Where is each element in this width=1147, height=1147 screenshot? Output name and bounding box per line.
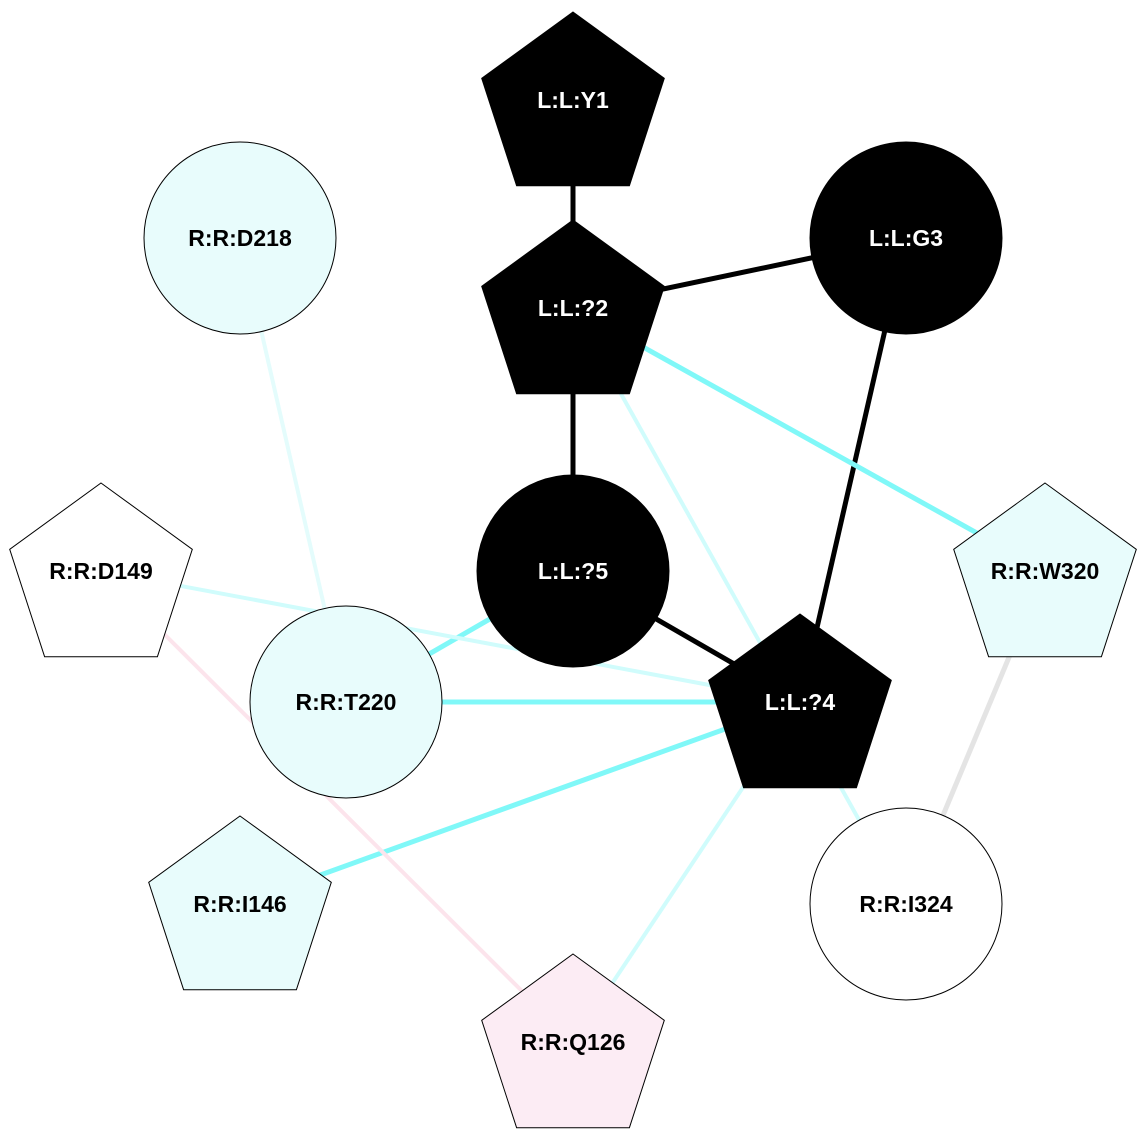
node-shape-pentagon <box>481 11 665 187</box>
node-shape-pentagon <box>953 482 1137 658</box>
nodes-layer: L:L:Y1L:L:?2 L:L:G3L:L:?5L:L:?4 R:R:D218R:… <box>9 11 1137 1129</box>
node-l-l-2[interactable]: L:L:?2 <box>481 219 665 395</box>
node-r-r-t220[interactable]: R:R:T220 <box>249 605 443 799</box>
edge-r-r-d149-to-r-r-q126 <box>99 569 575 1044</box>
node-label: R:R:I324 <box>859 891 953 917</box>
node-l-l-4[interactable]: L:L:?4 <box>708 613 892 789</box>
node-l-l-y1[interactable]: L:L:Y1 <box>481 11 665 187</box>
node-shape-circle <box>143 141 337 335</box>
node-shape-circle <box>809 141 1003 335</box>
node-label: R:R:W320 <box>991 558 1100 584</box>
node-label: R:R:T220 <box>296 689 397 715</box>
node-label: R:R:D218 <box>188 225 292 251</box>
edge-l-l-2-to-r-r-w320 <box>571 305 1047 574</box>
node-label: L:L:G3 <box>869 225 943 251</box>
edge-l-l-4-to-r-r-i146 <box>239 699 801 907</box>
node-label: R:R:D149 <box>49 558 153 584</box>
node-r-r-q126[interactable]: R:R:Q126 <box>481 953 665 1129</box>
node-r-r-i146[interactable]: R:R:I146 <box>148 815 332 991</box>
node-r-r-d218[interactable]: R:R:D218 <box>143 141 337 335</box>
node-r-r-i324[interactable]: R:R:I324 <box>809 807 1003 1001</box>
node-shape-pentagon <box>708 613 892 789</box>
node-shape-pentagon <box>481 953 665 1129</box>
node-label: R:R:Q126 <box>521 1029 626 1055</box>
node-r-r-d149[interactable]: R:R:D149 <box>9 482 193 658</box>
node-shape-circle <box>476 474 670 668</box>
node-l-l-g3[interactable]: L:L:G3 <box>809 141 1003 335</box>
node-shape-pentagon <box>9 482 193 658</box>
node-label: L:L:Y1 <box>537 87 609 113</box>
node-shape-pentagon <box>481 219 665 395</box>
edge-l-l-4-to-r-r-d149 <box>100 569 801 704</box>
node-shape-pentagon <box>148 815 332 991</box>
node-label: R:R:I146 <box>193 891 286 917</box>
node-shape-circle <box>249 605 443 799</box>
node-l-l-5[interactable]: L:L:?5 <box>476 474 670 668</box>
node-label: L:L:?4 <box>765 689 835 715</box>
edge-l-l-2-to-r-r-i324 <box>571 307 908 905</box>
node-shape-circle <box>809 807 1003 1001</box>
node-label: L:L:?2 <box>538 295 608 321</box>
node-r-r-w320[interactable]: R:R:W320 <box>953 482 1137 658</box>
node-label: L:L:?5 <box>538 558 608 584</box>
